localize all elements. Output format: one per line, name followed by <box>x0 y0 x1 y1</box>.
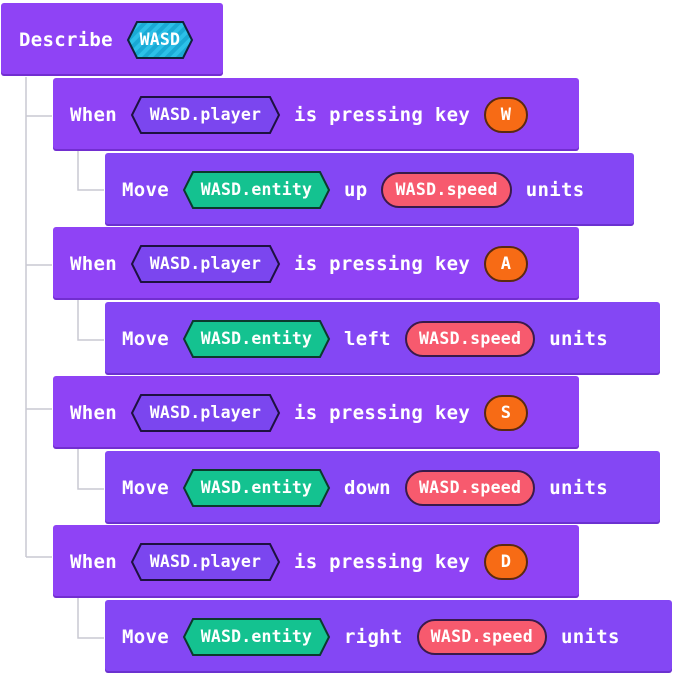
direction-label: left <box>343 327 391 350</box>
entity-hex[interactable]: WASD.entity <box>182 319 331 358</box>
entity-label: WASD.entity <box>200 627 313 646</box>
player-label: WASD.player <box>149 552 262 571</box>
units-label: units <box>525 178 585 201</box>
move-block-left[interactable]: Move WASD.entity left WASD.speed units <box>105 302 660 375</box>
entity-hex[interactable]: WASD.entity <box>182 617 331 656</box>
key-pill-d[interactable]: D <box>484 543 529 580</box>
when-block-d[interactable]: When WASD.player is pressing key D <box>53 525 579 598</box>
when-block-w[interactable]: When WASD.player is pressing key W <box>53 78 579 151</box>
move-block-down[interactable]: Move WASD.entity down WASD.speed units <box>105 451 660 524</box>
player-hex[interactable]: WASD.player <box>130 244 281 283</box>
key-pill-w[interactable]: W <box>484 96 529 133</box>
speed-pill[interactable]: WASD.speed <box>381 171 512 208</box>
player-hex[interactable]: WASD.player <box>130 393 281 432</box>
when-keyword: When <box>70 252 117 275</box>
move-keyword: Move <box>122 327 169 350</box>
speed-pill[interactable]: WASD.speed <box>404 469 536 506</box>
condition-label: is pressing key <box>293 550 471 573</box>
player-label: WASD.player <box>149 254 262 273</box>
entity-label: WASD.entity <box>200 478 313 497</box>
condition-label: is pressing key <box>293 103 471 126</box>
direction-label: right <box>343 625 403 648</box>
move-block-right[interactable]: Move WASD.entity right WASD.speed units <box>105 600 672 673</box>
wasd-subject-hex[interactable]: WASD <box>126 20 194 59</box>
move-keyword: Move <box>122 625 169 648</box>
key-pill-a[interactable]: A <box>484 245 529 282</box>
move-keyword: Move <box>122 178 169 201</box>
when-keyword: When <box>70 401 117 424</box>
describe-keyword: Describe <box>19 28 113 51</box>
entity-label: WASD.entity <box>200 329 313 348</box>
units-label: units <box>549 327 608 350</box>
speed-pill[interactable]: WASD.speed <box>416 618 548 655</box>
entity-hex[interactable]: WASD.entity <box>182 468 331 507</box>
player-hex[interactable]: WASD.player <box>130 542 281 581</box>
wasd-subject-label: WASD <box>139 30 181 49</box>
key-pill-s[interactable]: S <box>484 394 529 431</box>
player-hex[interactable]: WASD.player <box>130 95 281 134</box>
move-keyword: Move <box>122 476 169 499</box>
when-block-a[interactable]: When WASD.player is pressing key A <box>53 227 579 300</box>
when-block-s[interactable]: When WASD.player is pressing key S <box>53 376 579 449</box>
condition-label: is pressing key <box>293 401 471 424</box>
direction-label: down <box>343 476 391 499</box>
units-label: units <box>549 476 608 499</box>
entity-label: WASD.entity <box>200 180 313 199</box>
describe-block[interactable]: Describe WASD <box>1 3 223 76</box>
player-label: WASD.player <box>149 403 262 422</box>
when-keyword: When <box>70 550 117 573</box>
speed-pill[interactable]: WASD.speed <box>404 320 536 357</box>
entity-hex[interactable]: WASD.entity <box>182 170 331 209</box>
player-label: WASD.player <box>149 105 262 124</box>
when-keyword: When <box>70 103 117 126</box>
direction-label: up <box>343 178 368 201</box>
move-block-up[interactable]: Move WASD.entity up WASD.speed units <box>105 153 634 226</box>
condition-label: is pressing key <box>293 252 471 275</box>
units-label: units <box>561 625 620 648</box>
